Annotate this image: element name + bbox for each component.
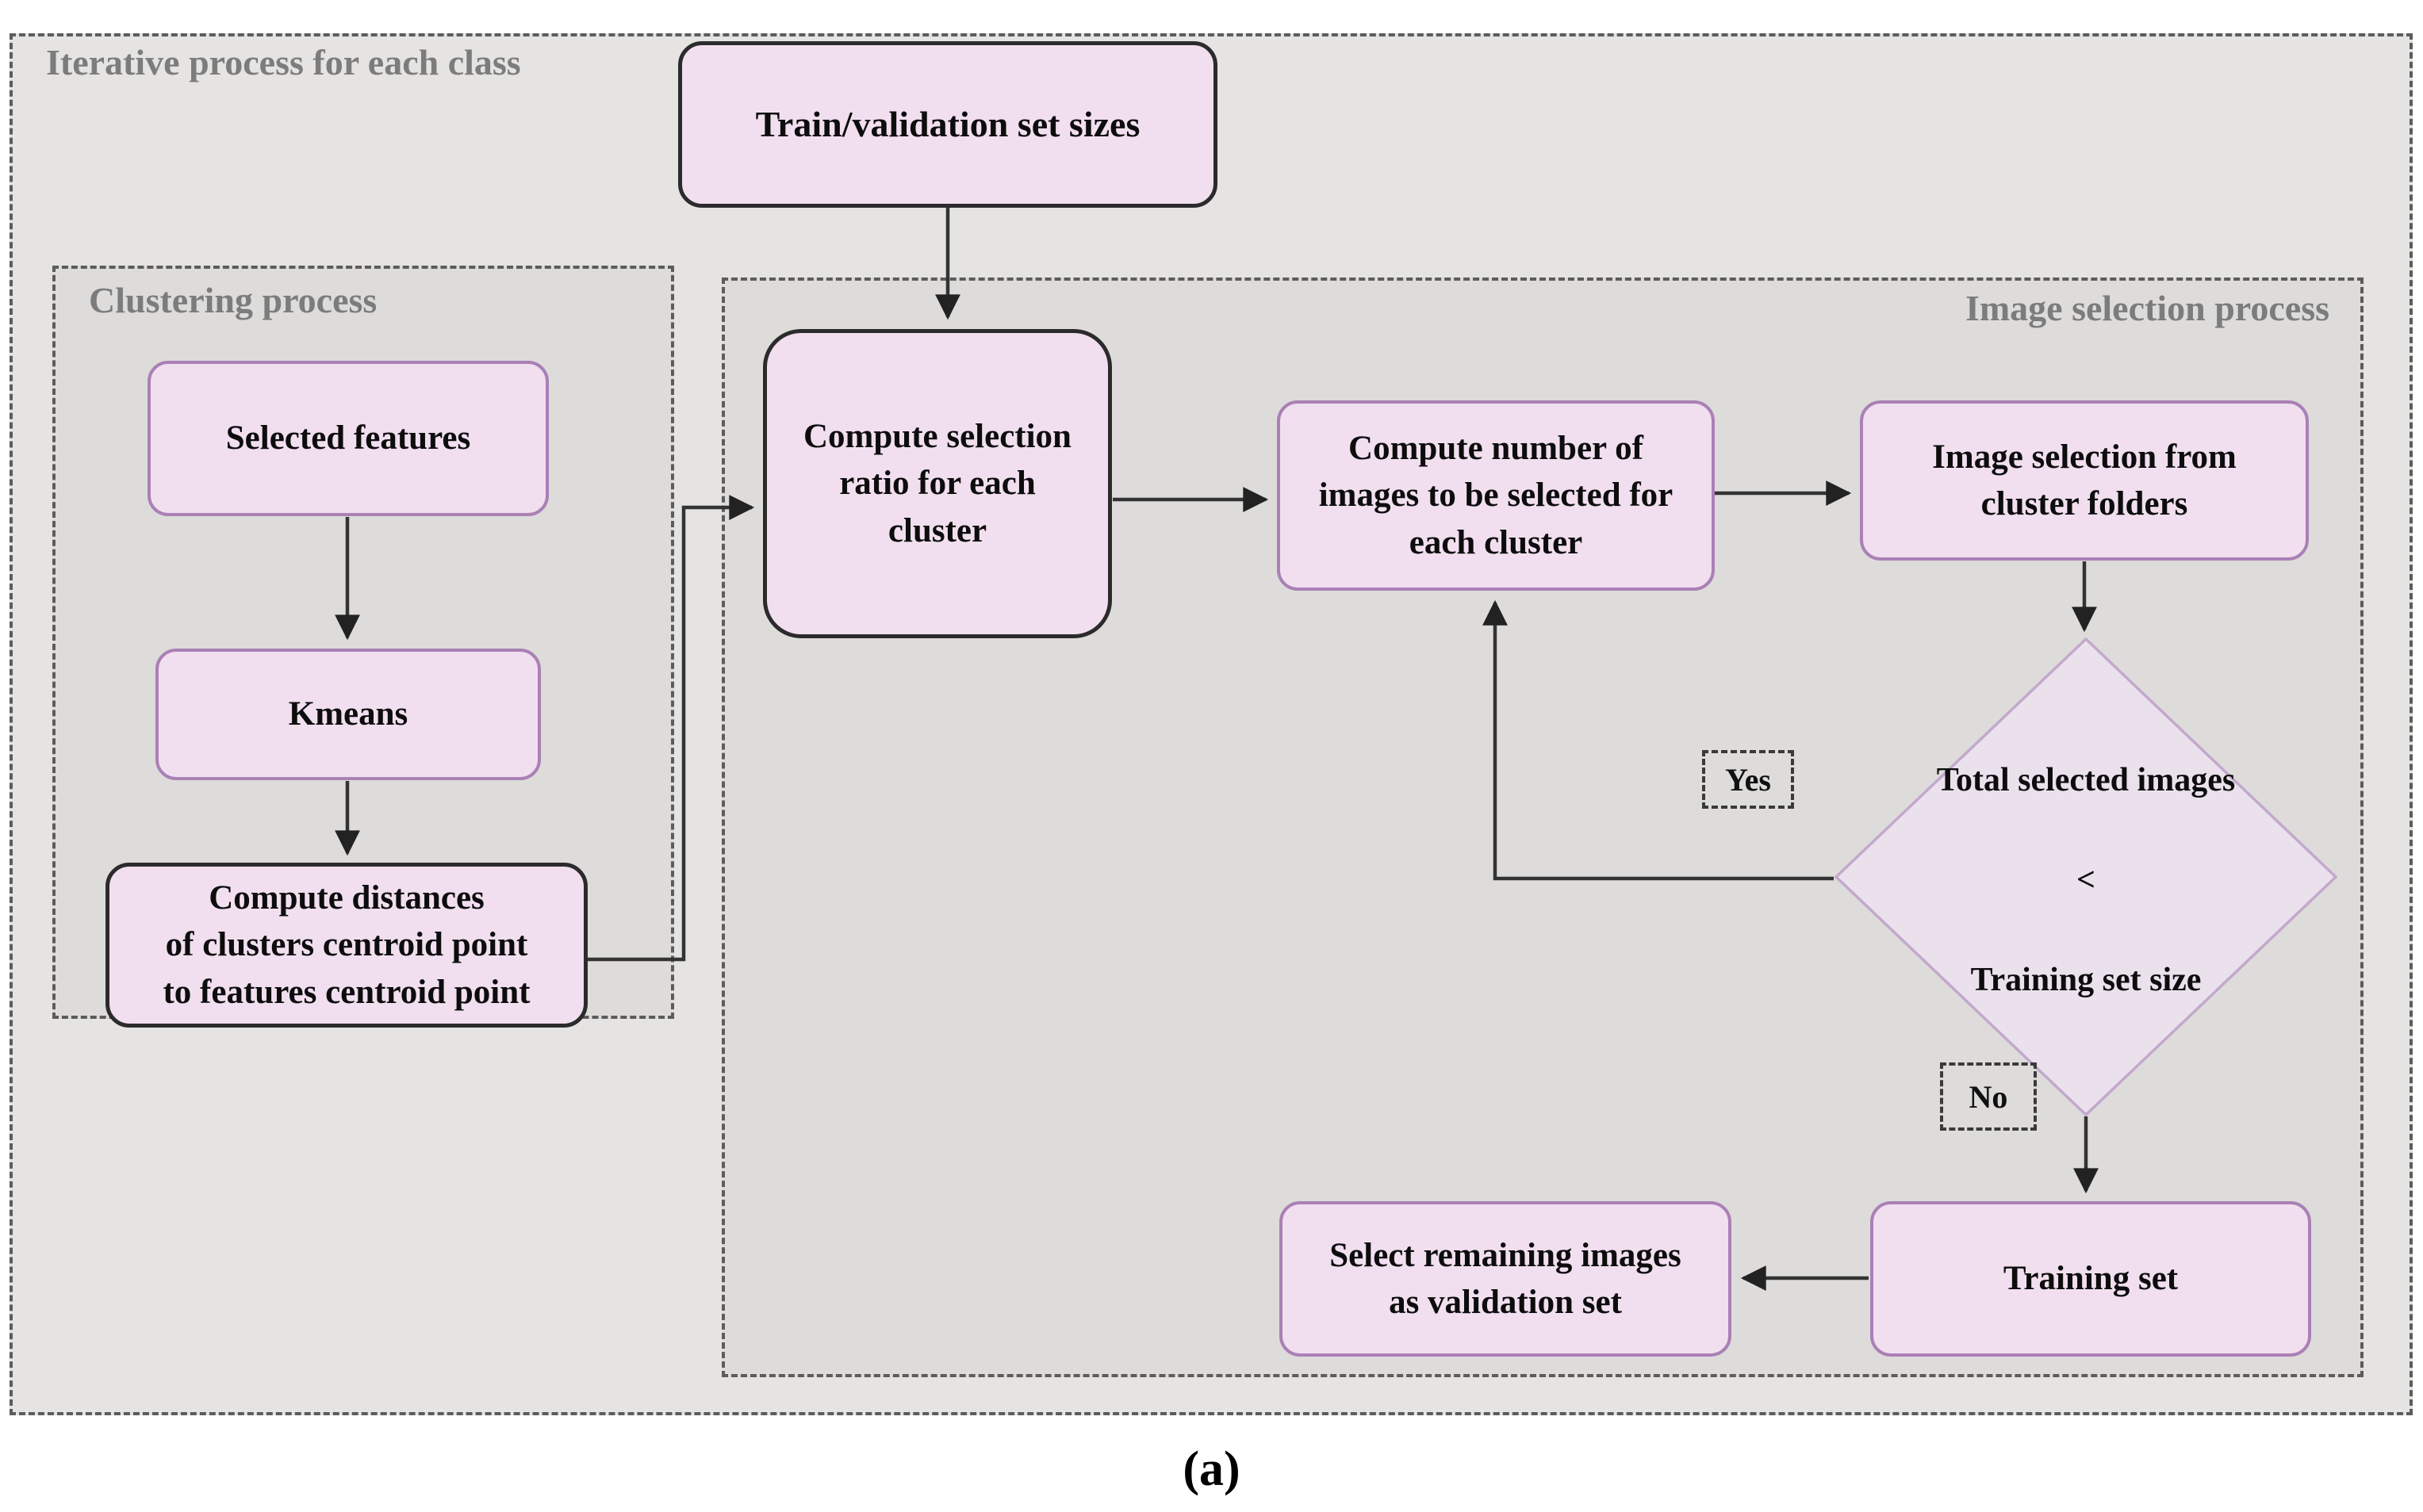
- edge-label-yes: Yes: [1702, 750, 1794, 809]
- node-training-set: Training set: [1870, 1201, 2311, 1357]
- clustering-process-label: Clustering process: [89, 280, 378, 320]
- edge-label-no: No: [1940, 1062, 2037, 1131]
- figure-caption: (a): [1183, 1442, 1240, 1496]
- iterative-process-label: Iterative process for each class: [46, 42, 521, 82]
- node-compute-distances: Compute distances of clusters centroid p…: [105, 863, 588, 1028]
- image-selection-label: Image selection process: [1965, 288, 2329, 328]
- node-compute-selection-ratio: Compute selection ratio for each cluster: [763, 329, 1112, 638]
- node-validation-set: Select remaining images as validation se…: [1279, 1201, 1731, 1357]
- decision-diamond: [1834, 637, 2338, 1117]
- decision-diamond-text: Total selected images < Training set siz…: [1936, 762, 2236, 998]
- node-kmeans: Kmeans: [155, 649, 541, 780]
- node-image-selection-from-folders: Image selection from cluster folders: [1860, 400, 2309, 561]
- node-selected-features: Selected features: [148, 361, 549, 516]
- node-train-validation-set-sizes: Train/validation set sizes: [678, 41, 1217, 208]
- node-compute-number-of-images: Compute number of images to be selected …: [1277, 400, 1715, 591]
